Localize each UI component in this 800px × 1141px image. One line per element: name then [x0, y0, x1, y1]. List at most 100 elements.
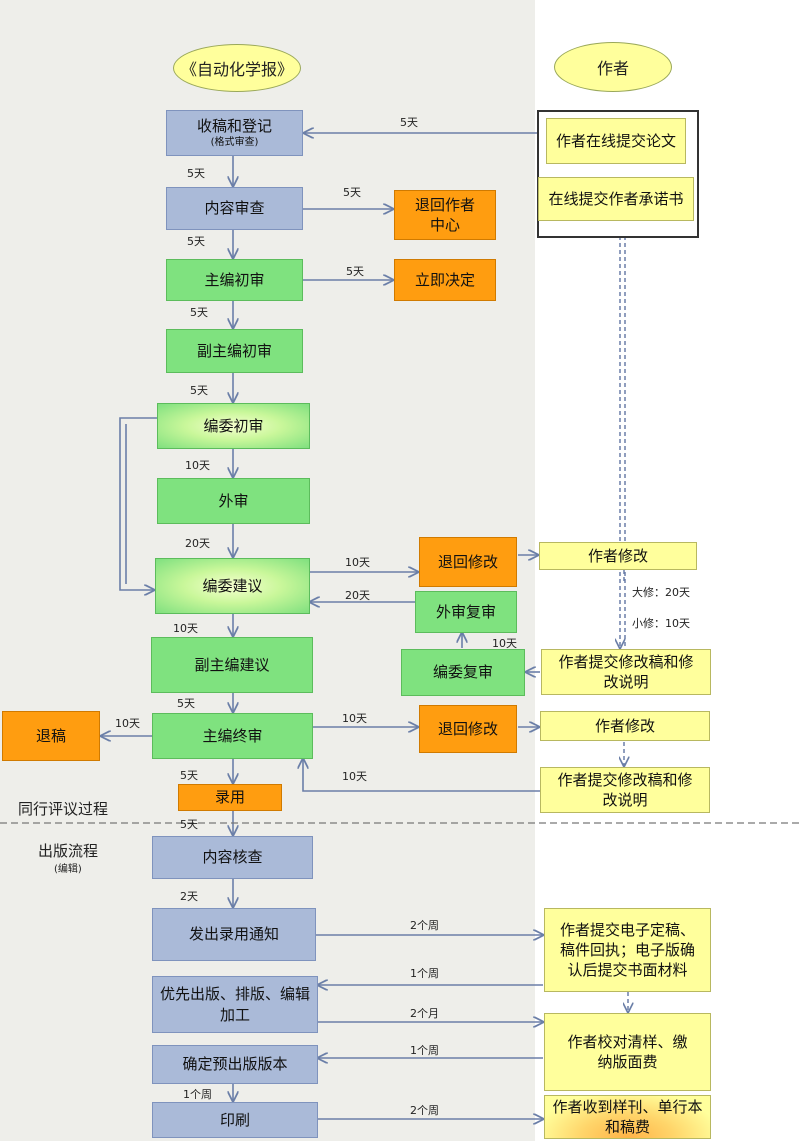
accept-label: 录用: [214, 788, 245, 807]
return-mod2-box: 退回修改: [419, 705, 517, 753]
time-label: 10天: [345, 556, 370, 569]
time-label: 5天: [187, 235, 205, 248]
reject-label: 退稿: [35, 726, 66, 745]
content-check-label: 内容核查: [202, 848, 263, 867]
ext-rereview-label: 外审复审: [435, 602, 496, 621]
content-check-box: 内容核查: [152, 836, 313, 879]
author-receive-label: 作者收到样刊、单行本和稿费: [552, 1097, 703, 1136]
notice-label: 发出录用通知: [188, 925, 279, 944]
external-label: 外审: [218, 491, 249, 510]
return-mod1-label: 退回修改: [437, 552, 498, 571]
priority-pub-box: 优先出版、排版、编辑加工: [152, 976, 318, 1033]
author-mod2-box: 作者修改: [540, 711, 710, 741]
author-electronic-box: 作者提交电子定稿、稿件回执；电子版确认后提交书面材料: [544, 908, 711, 992]
prepub-label: 确定预出版版本: [182, 1055, 288, 1074]
time-label: 2个周: [410, 919, 439, 932]
time-label: 1个周: [183, 1088, 212, 1101]
time-label: 20天: [185, 537, 210, 550]
time-label: 5天: [180, 818, 198, 831]
board-suggest-box: 编委建议: [155, 558, 310, 614]
printing-label: 印刷: [219, 1110, 250, 1129]
time-label: 5天: [190, 384, 208, 397]
peer-review-label: 同行评议过程: [18, 800, 109, 818]
chief-initial-box: 主编初审: [166, 259, 303, 301]
author-title: 作者: [596, 59, 629, 78]
author-mod2-label: 作者修改: [594, 716, 655, 735]
board-rereview-box: 编委复审: [401, 649, 525, 696]
submit-online-box: 作者在线提交论文: [546, 118, 686, 164]
time-label: 5天: [177, 697, 195, 710]
time-label: 5天: [343, 186, 361, 199]
time-label: 5天: [346, 265, 364, 278]
immediate-label: 立即决定: [414, 270, 475, 289]
arrow-board-loop: [119, 417, 157, 590]
author-oval: 作者: [554, 42, 672, 92]
board-initial-label: 编委初审: [203, 416, 264, 435]
time-label: 10天: [115, 717, 140, 730]
author-receive-box: 作者收到样刊、单行本和稿费: [544, 1095, 711, 1139]
board-suggest-label: 编委建议: [202, 576, 263, 595]
time-label: 1个周: [410, 1044, 439, 1057]
arrow-submit2-final: [303, 759, 540, 792]
commitment-label: 在线提交作者承诺书: [548, 189, 684, 208]
reject-box: 退稿: [2, 711, 100, 761]
board-initial-box: 编委初审: [157, 403, 310, 449]
time-label: 2个周: [410, 1104, 439, 1117]
deputy-suggest-label: 副主编建议: [194, 655, 270, 674]
time-label: 2天: [180, 890, 198, 903]
priority-pub-label: 优先出版、排版、编辑加工: [160, 985, 311, 1024]
publishing-label: 出版流程: [38, 842, 99, 860]
time-label: 10天: [342, 712, 367, 725]
return-mod1-box: 退回修改: [419, 537, 517, 587]
author-submit-mod1-box: 作者提交修改稿和修改说明: [541, 649, 711, 695]
author-submit-mod2-box: 作者提交修改稿和修改说明: [540, 767, 710, 813]
board-rereview-label: 编委复审: [432, 663, 493, 682]
return-center-box: 退回作者中心: [394, 190, 496, 240]
revision-minor-label: 小修：10天: [632, 617, 690, 630]
deputy-initial-box: 副主编初审: [166, 329, 303, 373]
immediate-box: 立即决定: [394, 259, 496, 301]
author-submit-mod2-label: 作者提交修改稿和修改说明: [557, 770, 693, 809]
journal-title: 《自动化学报》: [180, 60, 293, 79]
revision-major-label: 大修：20天: [632, 586, 690, 599]
author-mod1-box: 作者修改: [539, 542, 697, 570]
time-label: 10天: [492, 637, 517, 650]
return-mod2-label: 退回修改: [437, 719, 498, 738]
publishing-sub-label: (编辑): [54, 864, 82, 875]
deputy-suggest-box: 副主编建议: [151, 637, 313, 693]
time-label: 10天: [342, 770, 367, 783]
ext-rereview-box: 外审复审: [415, 591, 517, 633]
receive-label: 收稿和登记: [196, 117, 272, 136]
time-label: 1个周: [410, 967, 439, 980]
chief-final-label: 主编终审: [202, 726, 263, 745]
receive-sub-label: (格式审查): [210, 137, 259, 149]
author-electronic-label: 作者提交电子定稿、稿件回执；电子版确认后提交书面材料: [559, 920, 695, 980]
time-label: 5天: [187, 167, 205, 180]
time-label: 5天: [180, 769, 198, 782]
content-review-label: 内容审查: [204, 199, 265, 218]
time-label: 10天: [173, 622, 198, 635]
deputy-initial-label: 副主编初审: [196, 341, 272, 360]
author-mod1-label: 作者修改: [587, 546, 648, 565]
content-review-box: 内容审查: [166, 187, 303, 230]
time-label: 2个月: [410, 1007, 439, 1020]
commitment-box: 在线提交作者承诺书: [538, 177, 694, 221]
printing-box: 印刷: [152, 1102, 318, 1138]
time-label: 5天: [190, 306, 208, 319]
author-submit-mod1-label: 作者提交修改稿和修改说明: [558, 652, 694, 691]
external-box: 外审: [157, 478, 310, 524]
chief-final-box: 主编终审: [152, 713, 313, 759]
time-label: 20天: [345, 589, 370, 602]
prepub-box: 确定预出版版本: [152, 1045, 318, 1084]
notice-box: 发出录用通知: [152, 908, 316, 961]
accept-box: 录用: [178, 784, 282, 811]
chief-initial-label: 主编初审: [204, 270, 265, 289]
time-label: 10天: [185, 459, 210, 472]
proofread-box: 作者校对清样、缴纳版面费: [544, 1013, 711, 1091]
submit-online-label: 作者在线提交论文: [555, 131, 676, 150]
journal-oval: 《自动化学报》: [173, 44, 301, 92]
time-label: 5天: [400, 116, 418, 129]
proofread-label: 作者校对清样、缴纳版面费: [567, 1032, 688, 1071]
